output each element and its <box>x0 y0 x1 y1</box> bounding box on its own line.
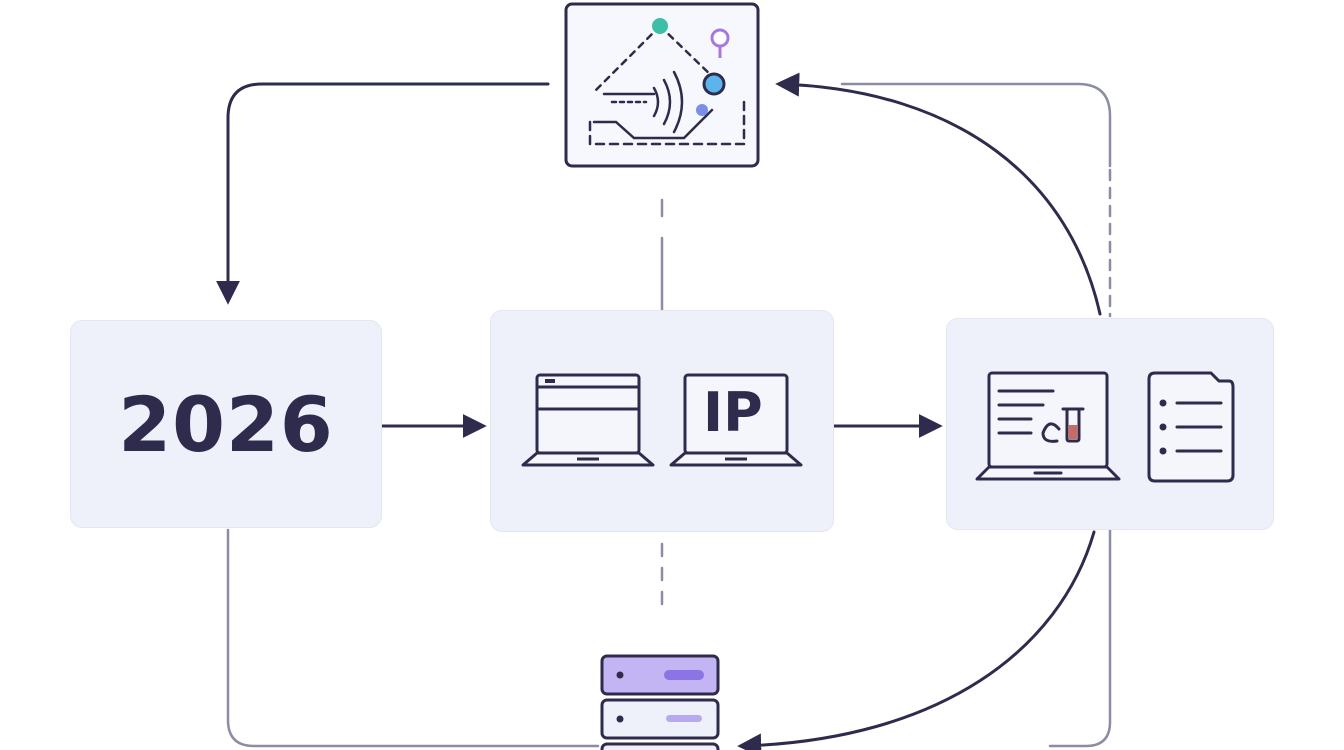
outline-top-right <box>840 82 1112 168</box>
signal-wave-icon <box>564 2 760 168</box>
year-card: 2026 <box>70 320 382 528</box>
laptop-ip-icon <box>669 373 803 467</box>
server-icon <box>600 654 720 750</box>
year-label: 2026 <box>118 379 334 469</box>
laptop-icon <box>521 373 655 467</box>
line-right-lower <box>1048 528 1112 748</box>
top-signal-box <box>564 2 760 168</box>
laptop-chart-icon <box>975 371 1121 481</box>
line-left-lower <box>226 528 600 748</box>
arrow-right-to-server <box>737 530 1096 750</box>
checklist-icon <box>1147 371 1235 483</box>
arrow-top-to-year <box>216 82 550 305</box>
arrow-right-to-top <box>775 72 1102 316</box>
laptops-card: IP <box>490 310 834 532</box>
ip-label: IP <box>703 381 763 444</box>
analytics-card <box>946 318 1274 530</box>
